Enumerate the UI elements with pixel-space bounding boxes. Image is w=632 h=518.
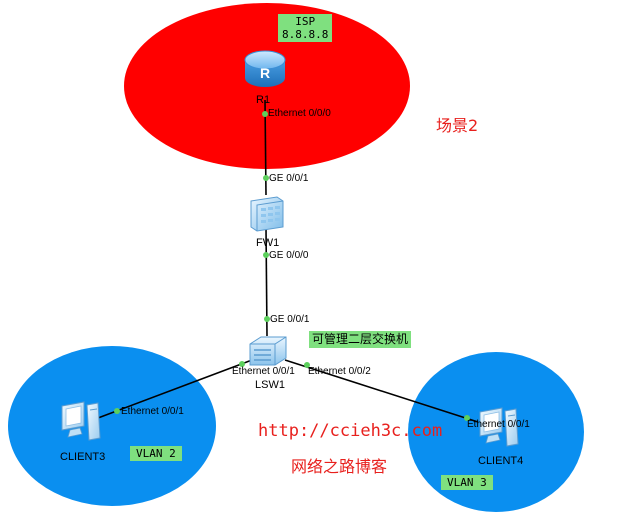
switch-note: 可管理二层交换机 [309, 331, 412, 348]
port-dot [264, 316, 270, 322]
port-dot [263, 175, 269, 181]
link-lsw1-client3 [97, 359, 253, 419]
port-label: Ethernet 0/0/1 [232, 366, 295, 377]
scene-label: 场景2 [436, 116, 479, 135]
firewall-icon[interactable] [247, 193, 287, 233]
port-dot [304, 362, 310, 368]
vlan-label-client3: VLAN 2 [130, 446, 182, 461]
port-label: GE 0/0/1 [270, 314, 310, 325]
isp-label-line: ISP [295, 15, 316, 28]
port-dot [114, 408, 120, 414]
blog-name: 网络之路博客 [291, 457, 388, 476]
port-dot [262, 111, 268, 117]
link-lsw1-client4 [284, 359, 479, 423]
port-dot [263, 252, 269, 258]
device-label-client4: CLIENT4 [478, 455, 524, 467]
pc-icon[interactable] [476, 406, 522, 450]
device-label-lsw1: LSW1 [255, 379, 285, 391]
isp-label-line: 8.8.8.8 [282, 28, 329, 41]
port-label: Ethernet 0/0/2 [308, 366, 371, 377]
website-url: http://ccieh3c.com [258, 421, 443, 441]
port-label: Ethernet 0/0/1 [467, 419, 530, 430]
router-icon[interactable]: R [242, 48, 288, 92]
svg-text:R: R [260, 65, 270, 81]
switch-icon[interactable] [247, 334, 289, 370]
port-dot [239, 361, 245, 367]
vlan-label-client4: VLAN 3 [441, 475, 493, 490]
device-label-fw1: FW1 [256, 237, 280, 249]
port-label: Ethernet 0/0/1 [121, 406, 184, 417]
device-label-r1: R1 [256, 94, 271, 106]
port-label: GE 0/0/0 [269, 250, 309, 261]
port-dot [464, 415, 470, 421]
isp-label-box: ISP 8.8.8.8 [278, 14, 333, 42]
pc-icon[interactable] [58, 400, 104, 444]
port-label: Ethernet 0/0/0 [268, 108, 331, 119]
client3-region [8, 346, 216, 506]
port-label: GE 0/0/1 [269, 173, 309, 184]
device-label-client3: CLIENT3 [60, 451, 106, 463]
